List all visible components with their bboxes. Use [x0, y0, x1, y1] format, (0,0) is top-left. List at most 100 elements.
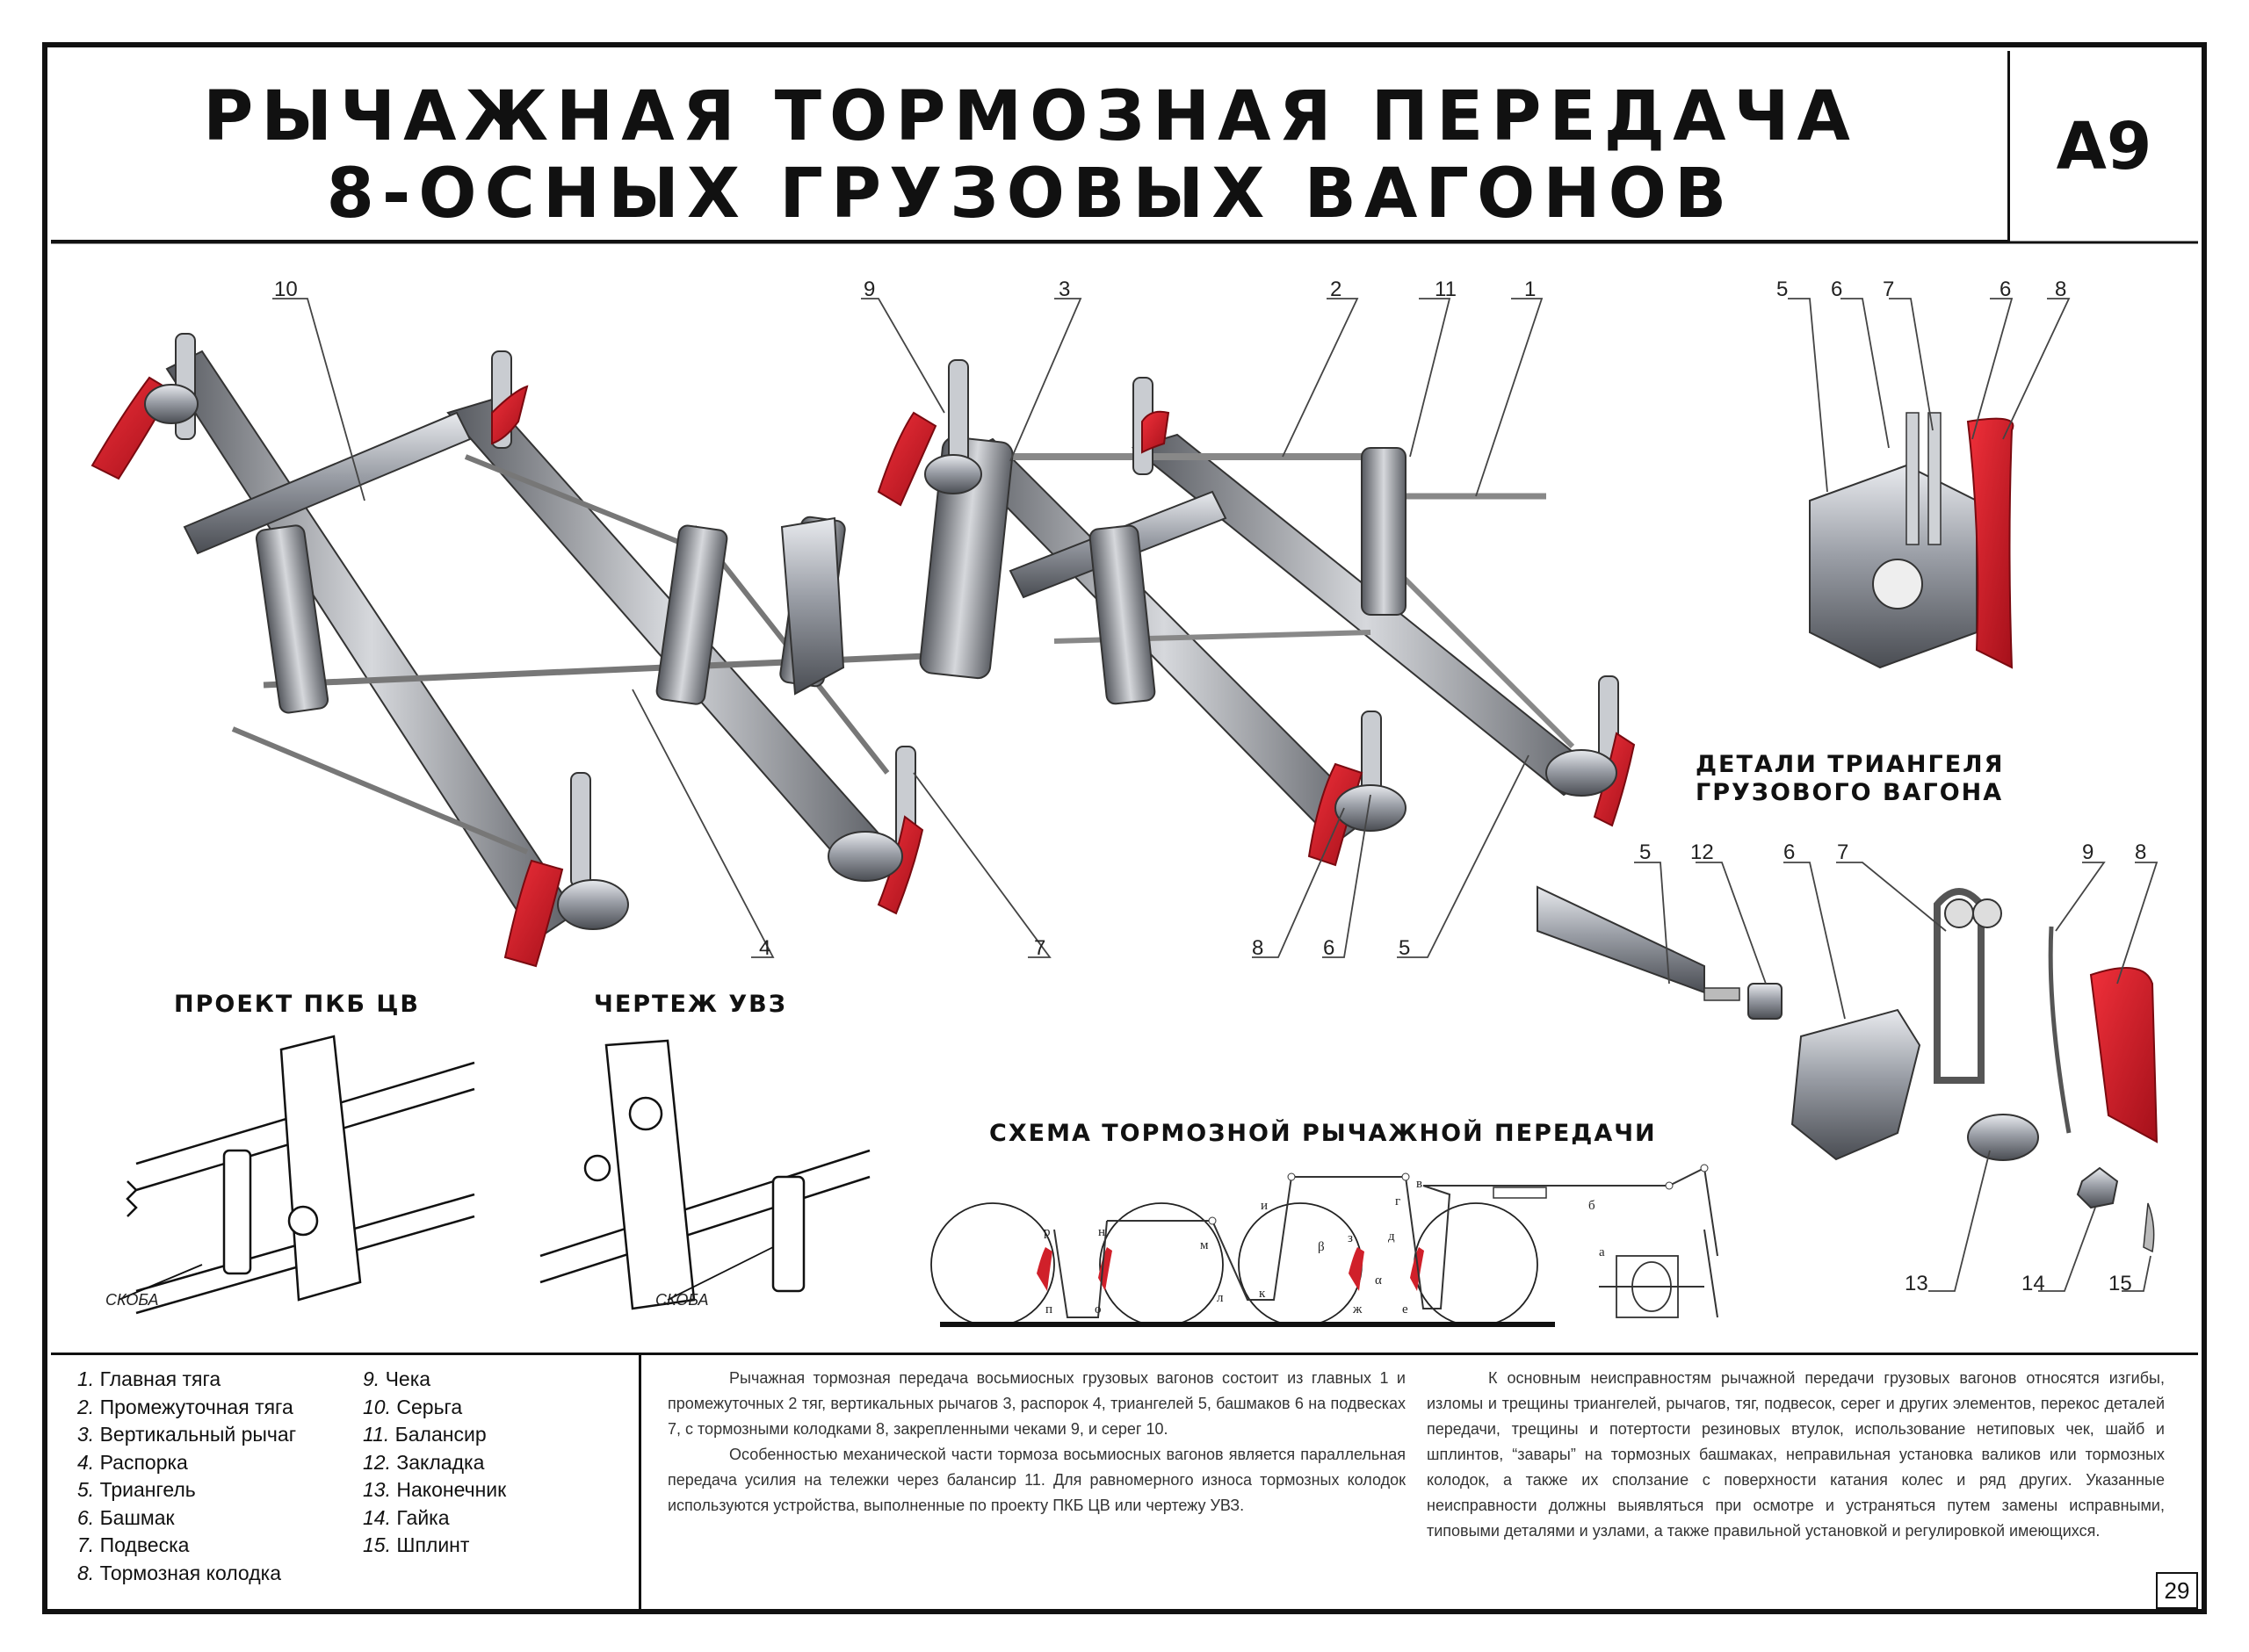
- legend-item-label: Закладка: [396, 1450, 485, 1474]
- legend-item: 11. Балансир: [363, 1421, 506, 1449]
- right-bogie-linkage: [877, 359, 1636, 867]
- description-paragraph-1: Рычажная тормозная передача восьмиосных …: [668, 1369, 1406, 1438]
- legend-item-number: 13.: [363, 1478, 391, 1501]
- description-column: Рычажная тормозная передача восьмиосных …: [668, 1366, 1406, 1519]
- shoe-detail-callout-8: 8: [2055, 278, 2067, 301]
- triangle-parts-exploded: [1537, 862, 2159, 1292]
- brake-linkage-illustration: [51, 241, 2198, 1327]
- legend-item-label: Подвеска: [99, 1533, 190, 1556]
- callout-6: 6: [1323, 936, 1335, 960]
- legend-item-number: 12.: [363, 1450, 391, 1474]
- legend-item-number: 10.: [363, 1395, 391, 1418]
- triangle-callout-14: 14: [2021, 1272, 2045, 1295]
- faults-column: К основным неисправностям рычажной перед…: [1427, 1366, 2165, 1544]
- legend-item-number: 15.: [363, 1533, 391, 1556]
- shoe-assembly-detail: [1788, 298, 2071, 669]
- uvz-skoba-label: СКОБА: [655, 1291, 709, 1309]
- scheme-letter-g: г: [1395, 1194, 1401, 1208]
- scheme-letter-zh: ж: [1353, 1302, 1363, 1317]
- legend-item: 13. Наконечник: [363, 1476, 506, 1504]
- triangle-callout-13: 13: [1905, 1272, 1928, 1295]
- legend-item-label: Шплинт: [396, 1533, 470, 1556]
- scheme-letter-e: е: [1402, 1302, 1408, 1317]
- triangle-callout-6: 6: [1783, 840, 1796, 864]
- legend-item: 6. Башмак: [77, 1504, 296, 1533]
- callout-5: 5: [1399, 936, 1411, 960]
- legend-item: 4. Распорка: [77, 1449, 296, 1477]
- scheme-letter-a: а: [1599, 1245, 1605, 1259]
- shoe-detail-callout-6: 6: [1831, 278, 1843, 301]
- uvz-inset-drawing: [539, 1039, 871, 1310]
- pkb-skoba-label: СКОБА: [105, 1291, 159, 1309]
- scheme-letter-k: к: [1259, 1287, 1266, 1301]
- triangle-callout-15: 15: [2108, 1272, 2132, 1295]
- triangle-callout-12: 12: [1690, 840, 1714, 864]
- legend-item-number: 7.: [77, 1533, 95, 1556]
- legend-item: 5. Триангель: [77, 1476, 296, 1504]
- triangle-details-heading-2: ГРУЗОВОГО ВАГОНА: [1696, 779, 2004, 806]
- legend-item: 12. Закладка: [363, 1449, 506, 1477]
- scheme-letter-m: м: [1200, 1238, 1209, 1252]
- legend-item-label: Промежуточная тяга: [99, 1395, 293, 1418]
- legend-item: 10. Серьга: [363, 1394, 506, 1422]
- main-leader-lines: [272, 298, 1544, 958]
- scheme-heading: СХЕМА ТОРМОЗНОЙ РЫЧАЖНОЙ ПЕРЕДАЧИ: [989, 1120, 1657, 1147]
- legend-item-label: Вертикальный рычаг: [99, 1423, 297, 1446]
- callout-10: 10: [274, 278, 298, 301]
- triangle-details-heading-1: ДЕТАЛИ ТРИАНГЕЛЯ: [1696, 751, 2005, 778]
- shoe-detail-callout-6b: 6: [2000, 278, 2012, 301]
- legend-item-label: Башмак: [99, 1505, 175, 1529]
- legend-item-label: Наконечник: [396, 1478, 507, 1501]
- uvz-inset-heading: ЧЕРТЕЖ УВЗ: [594, 991, 787, 1018]
- scheme-letter-r: р: [1044, 1225, 1051, 1239]
- legend-item-number: 1.: [77, 1367, 95, 1390]
- legend-item: 3. Вертикальный рычаг: [77, 1421, 296, 1449]
- legend-item-number: 6.: [77, 1505, 95, 1529]
- scheme-letter-i: и: [1261, 1199, 1269, 1213]
- legend-item-number: 14.: [363, 1505, 391, 1529]
- triangle-callout-8: 8: [2135, 840, 2147, 864]
- legend-item-label: Распорка: [99, 1450, 188, 1474]
- poster-frame: [42, 42, 2207, 1614]
- callout-3: 3: [1059, 278, 1071, 301]
- legend-item: 15. Шплинт: [363, 1532, 506, 1560]
- legend-item: 8. Тормозная колодка: [77, 1560, 296, 1588]
- brake-scheme-diagram: [930, 1164, 1718, 1327]
- scheme-letter-o: о: [1095, 1302, 1102, 1317]
- poster-code-badge: А9: [2056, 109, 2152, 184]
- legend-item: 2. Промежуточная тяга: [77, 1394, 296, 1422]
- legend-item: 9. Чека: [363, 1366, 506, 1394]
- scheme-letter-beta: β: [1318, 1240, 1325, 1254]
- scheme-letter-p: п: [1045, 1302, 1053, 1317]
- legend-item-number: 5.: [77, 1478, 95, 1501]
- page-number: 29: [2156, 1572, 2198, 1609]
- callout-1: 1: [1524, 278, 1537, 301]
- title-block: РЫЧАЖНАЯ ТОРМОЗНАЯ ПЕРЕДАЧА 8-ОСНЫХ ГРУЗ…: [51, 51, 2010, 242]
- shoe-detail-callout-7: 7: [1883, 278, 1895, 301]
- callout-11: 11: [1435, 278, 1457, 301]
- legend-item-label: Тормозная колодка: [99, 1561, 281, 1584]
- left-bogie-linkage: [90, 333, 967, 968]
- legend-item-label: Триангель: [99, 1478, 196, 1501]
- callout-9: 9: [864, 278, 876, 301]
- scheme-letter-alpha: α: [1375, 1273, 1382, 1288]
- scheme-letter-n: н: [1098, 1225, 1106, 1239]
- triangle-callout-5: 5: [1639, 840, 1652, 864]
- scheme-letter-b: б: [1588, 1199, 1595, 1213]
- scheme-letter-l: л: [1217, 1291, 1224, 1305]
- scheme-letter-d: д: [1388, 1230, 1395, 1244]
- pkb-inset-drawing: [118, 1035, 475, 1315]
- legend-item-label: Главная тяга: [99, 1367, 221, 1390]
- pkb-inset-heading: ПРОЕКТ ПКБ ЦВ: [174, 991, 420, 1018]
- scheme-letter-z: з: [1348, 1231, 1353, 1245]
- legend-item-number: 4.: [77, 1450, 95, 1474]
- callout-8: 8: [1252, 936, 1264, 960]
- legend-item-label: Балансир: [394, 1423, 487, 1446]
- triangle-callout-7: 7: [1837, 840, 1849, 864]
- legend-item-label: Чека: [385, 1367, 431, 1390]
- legend-item: 7. Подвеска: [77, 1532, 296, 1560]
- legend-item-number: 9.: [363, 1367, 380, 1390]
